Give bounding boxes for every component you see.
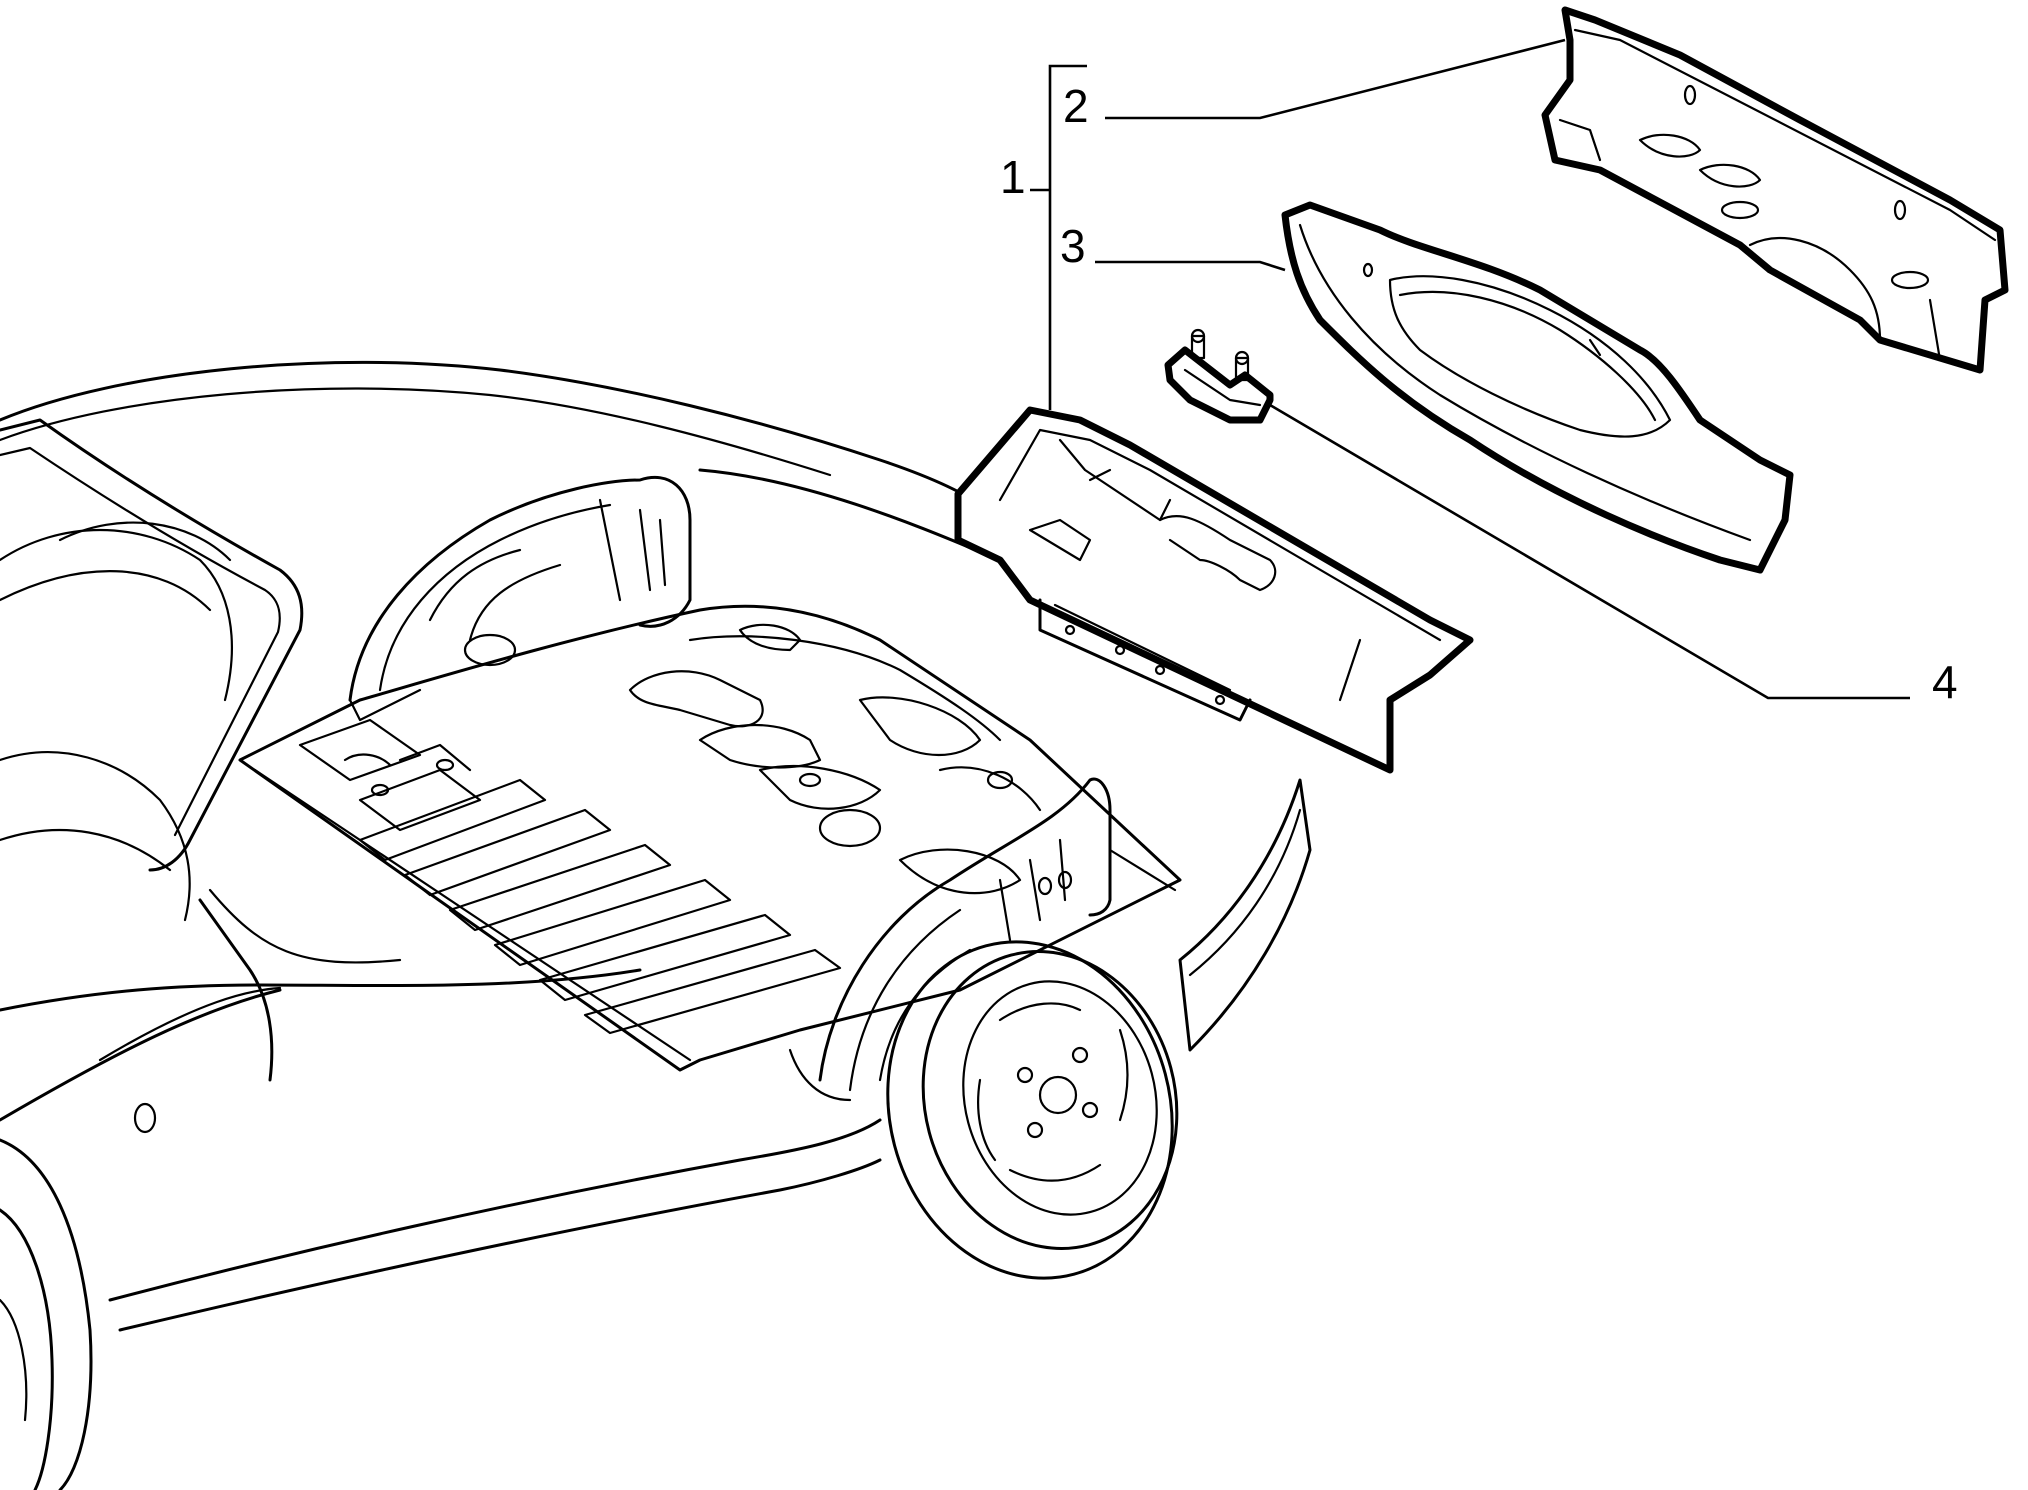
part-2-rear-panel xyxy=(1541,6,2009,374)
leader-lines xyxy=(1030,38,1910,700)
left-wheelhouse xyxy=(348,475,692,722)
part-1-rear-crossmember xyxy=(954,406,1474,774)
part-4-bracket xyxy=(1164,328,1274,424)
car-body-outline xyxy=(0,360,1312,1490)
callout-labels: 1 2 3 4 xyxy=(1000,80,1958,708)
leader-4 xyxy=(1269,403,1910,700)
callout-3: 3 xyxy=(1060,220,1086,272)
rear-floor-stampings xyxy=(628,623,1042,895)
floor-pan xyxy=(238,475,1182,1280)
right-wheelhouse xyxy=(788,777,1177,1102)
bracket-1 xyxy=(1030,64,1087,410)
callout-1: 1 xyxy=(1000,151,1026,203)
callout-4: 4 xyxy=(1932,656,1958,708)
part-3-trunk-tray xyxy=(1281,201,1794,574)
leader-3 xyxy=(1095,260,1286,272)
leader-2 xyxy=(1105,38,1566,120)
callout-2: 2 xyxy=(1063,80,1089,132)
floor-ribs xyxy=(298,718,842,1035)
rear-wheel xyxy=(886,940,1179,1280)
